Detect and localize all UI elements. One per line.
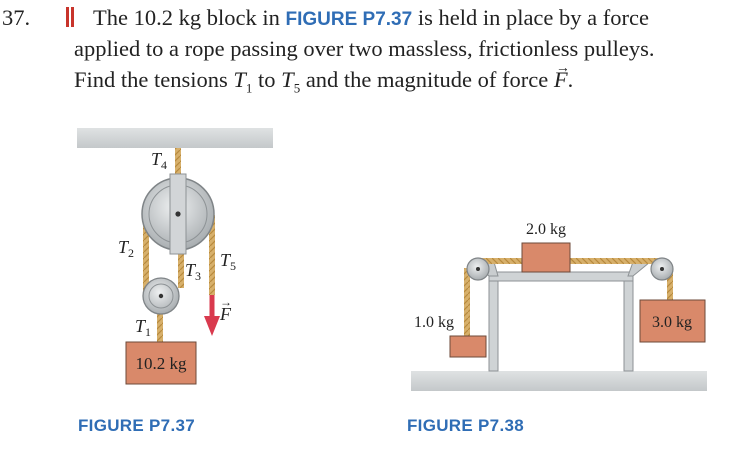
block-10-2kg bbox=[125, 341, 197, 385]
caption-figure-p7-37: FIGURE P7.37 bbox=[78, 416, 195, 435]
rope-t3 bbox=[178, 230, 184, 288]
block-10-2kg-label: 10.2 kg bbox=[136, 354, 188, 373]
rope-t2 bbox=[143, 215, 149, 293]
force-vector-arrow-icon: → bbox=[220, 295, 232, 309]
block-2kg-label: 2.0 kg bbox=[526, 221, 566, 238]
force-arrow-icon bbox=[204, 316, 220, 336]
label-t4: T4 bbox=[151, 149, 167, 172]
problem-line-1-text: The 10.2 kg block in FIGURE P7.37 is hel… bbox=[93, 5, 649, 30]
block-3kg bbox=[639, 299, 706, 343]
problem-number: 37. bbox=[2, 5, 31, 30]
block-1kg bbox=[449, 335, 487, 358]
difficulty-icon bbox=[66, 7, 75, 27]
figure-p7-37: 10.2 kg T4 T2 T3 T5 T1 F → bbox=[77, 128, 273, 385]
caption-figure-p7-38: FIGURE P7.38 bbox=[407, 416, 524, 435]
block-2kg bbox=[521, 242, 571, 273]
table-leg-left bbox=[488, 280, 499, 372]
rope-t1 bbox=[157, 312, 163, 342]
block-3kg-label: 3.0 kg bbox=[652, 314, 692, 331]
table-leg-right bbox=[623, 280, 634, 372]
label-t2: T2 bbox=[118, 237, 134, 260]
label-t3: T3 bbox=[185, 260, 201, 283]
force-arrow-shaft bbox=[209, 295, 215, 318]
block-1kg-label: 1.0 kg bbox=[414, 314, 454, 331]
problem-line-2: applied to a rope passing over two massl… bbox=[74, 36, 655, 61]
figure-p7-38: 2.0 kg 1.0 kg 3.0 kg bbox=[411, 221, 707, 391]
rope-t5 bbox=[209, 215, 215, 295]
rope-t4 bbox=[175, 148, 181, 176]
label-t1: T1 bbox=[135, 316, 151, 339]
label-t5: T5 bbox=[220, 250, 236, 273]
problem-line-3: Find the tensions T1 to T5 and the magni… bbox=[74, 61, 574, 96]
floor bbox=[411, 371, 707, 391]
problem-line-1: 37. The 10.2 kg block in FIGURE P7.37 is… bbox=[0, 4, 752, 32]
right-hanging-rope bbox=[667, 268, 673, 300]
figure-reference-link[interactable]: FIGURE P7.37 bbox=[285, 9, 413, 30]
right-pulley-mount bbox=[627, 261, 652, 277]
left-hanging-rope bbox=[464, 268, 470, 336]
ceiling bbox=[77, 128, 273, 148]
label-force-f: F bbox=[219, 304, 232, 324]
table-top bbox=[488, 271, 634, 282]
